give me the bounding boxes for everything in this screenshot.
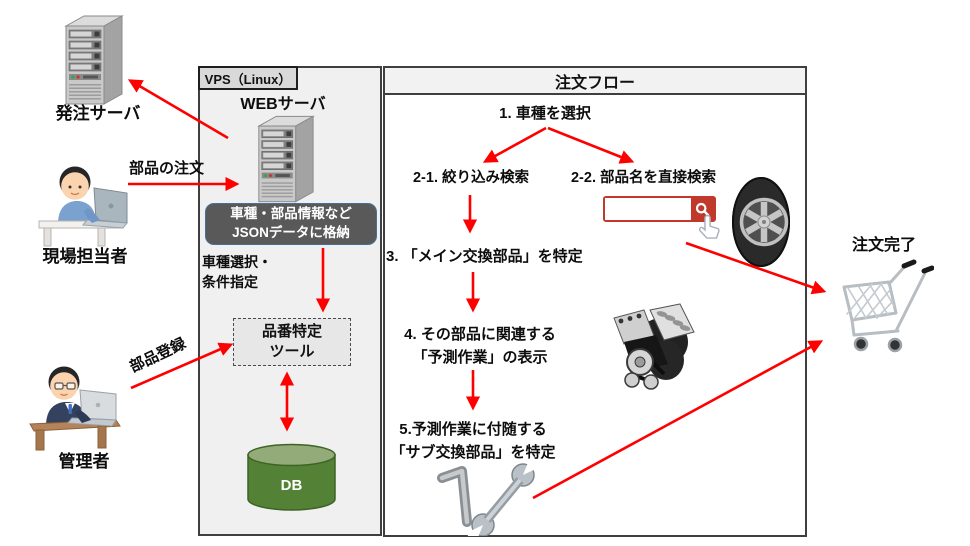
flow-step5-line1: 5.予測作業に付随する — [399, 421, 547, 438]
field-worker-label: 現場担当者 — [42, 247, 128, 266]
flow-step5-line2: 「サブ交換部品」を特定 — [390, 443, 556, 461]
field-worker-icon — [38, 166, 128, 247]
db-label: DB — [281, 477, 303, 494]
order-server-label: 発注サーバ — [55, 104, 141, 123]
flow-step3: 3. 「メイン交換部品」を特定 — [386, 248, 583, 265]
order-complete-label: 注文完了 — [851, 237, 916, 254]
vps-linux-tag: VPS（Linux） — [198, 66, 298, 90]
engine-icon — [613, 303, 695, 390]
tool-box-line2: ツール — [269, 343, 315, 360]
tools-illustration — [437, 458, 538, 536]
order-flow-title: 注文フロー — [554, 74, 635, 92]
selection-note-line1: 車種選択・ — [202, 254, 272, 270]
tire-icon — [732, 177, 790, 267]
parts-register-arrow-label: 部品登録 — [127, 335, 189, 376]
selection-note: 車種選択・ 条件指定 — [202, 252, 272, 293]
web-server-icon — [258, 115, 314, 203]
tool-box-line1: 品番特定 — [261, 322, 322, 340]
flow-step4: 4. その部品に関連する 「予測作業」の表示 — [400, 324, 560, 369]
search-icon — [695, 202, 710, 216]
web-server-label: WEBサーバ — [240, 96, 326, 113]
parts-search-input — [605, 198, 691, 220]
flow-step2-2: 2-2. 部品名を直接検索 — [570, 170, 716, 186]
flow-step5: 5.予測作業に付随する 「サブ交換部品」を特定 — [382, 419, 564, 464]
json-storage-note: 車種・部品情報など JSONデータに格納 — [205, 203, 377, 245]
json-note-line1: 車種・部品情報など — [230, 206, 352, 222]
order-server-icon — [65, 15, 123, 105]
part-number-tool-box: 品番特定 ツール — [233, 318, 351, 366]
flow-step4-line1: 4. その部品に関連する — [404, 326, 556, 343]
shopping-cart-icon — [842, 259, 934, 353]
flow-step2-1: 2-1. 絞り込み検索 — [412, 170, 529, 186]
wrench-icon — [466, 458, 538, 536]
hand-cursor-icon — [698, 214, 720, 239]
hex-key-icon — [437, 466, 472, 527]
flow-step1: 1. 車種を選択 — [499, 105, 591, 122]
database-cylinder-icon: DB — [247, 443, 336, 511]
selection-note-line2: 条件指定 — [202, 274, 258, 291]
vps-linux-label: VPS（Linux） — [204, 71, 292, 87]
flow-step4-line2: 「予測作業」の表示 — [412, 348, 548, 366]
search-button — [691, 198, 714, 220]
json-note-line2: JSONデータに格納 — [232, 225, 350, 240]
order-flow-header: 注文フロー — [383, 66, 807, 95]
admin-label: 管理者 — [58, 452, 110, 471]
parts-search-widget — [603, 196, 716, 222]
admin-icon — [29, 366, 121, 451]
parts-order-arrow-label: 部品の注文 — [129, 160, 205, 177]
